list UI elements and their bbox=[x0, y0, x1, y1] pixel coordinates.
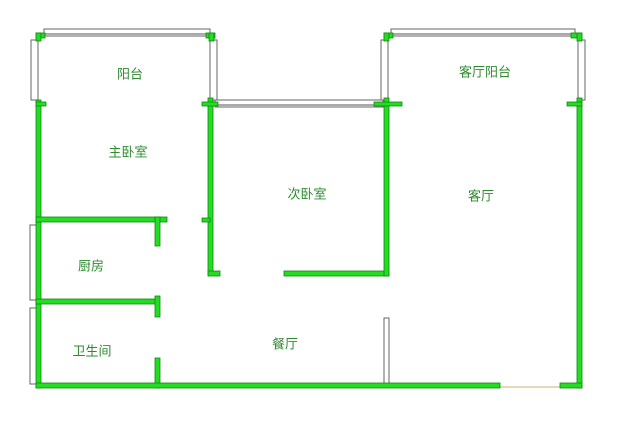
room-label-balcony: 阳台 bbox=[117, 68, 143, 83]
living-balcony-left-window bbox=[380, 39, 389, 101]
room-label-kitchen: 厨房 bbox=[78, 259, 104, 275]
windows bbox=[29, 28, 586, 388]
room-label-second-bedroom: 次卧室 bbox=[287, 187, 326, 203]
bedroom2-top-window bbox=[214, 99, 384, 108]
balcony-top-window bbox=[43, 28, 211, 37]
balcony-left-window bbox=[30, 39, 39, 101]
room-label-master-bedroom: 主卧室 bbox=[108, 145, 147, 161]
room-label-living-balcony: 客厅阳台 bbox=[459, 65, 511, 81]
balcony-right-window bbox=[209, 39, 218, 101]
room-label-dining-room: 餐厅 bbox=[272, 337, 298, 353]
partition bbox=[383, 317, 390, 385]
room-label-living-room: 客厅 bbox=[468, 189, 494, 205]
room-label-bathroom: 卫生间 bbox=[72, 345, 111, 360]
living-balcony-right-window bbox=[577, 39, 586, 101]
walls bbox=[35, 32, 583, 389]
living-balcony-top-window bbox=[390, 28, 576, 37]
